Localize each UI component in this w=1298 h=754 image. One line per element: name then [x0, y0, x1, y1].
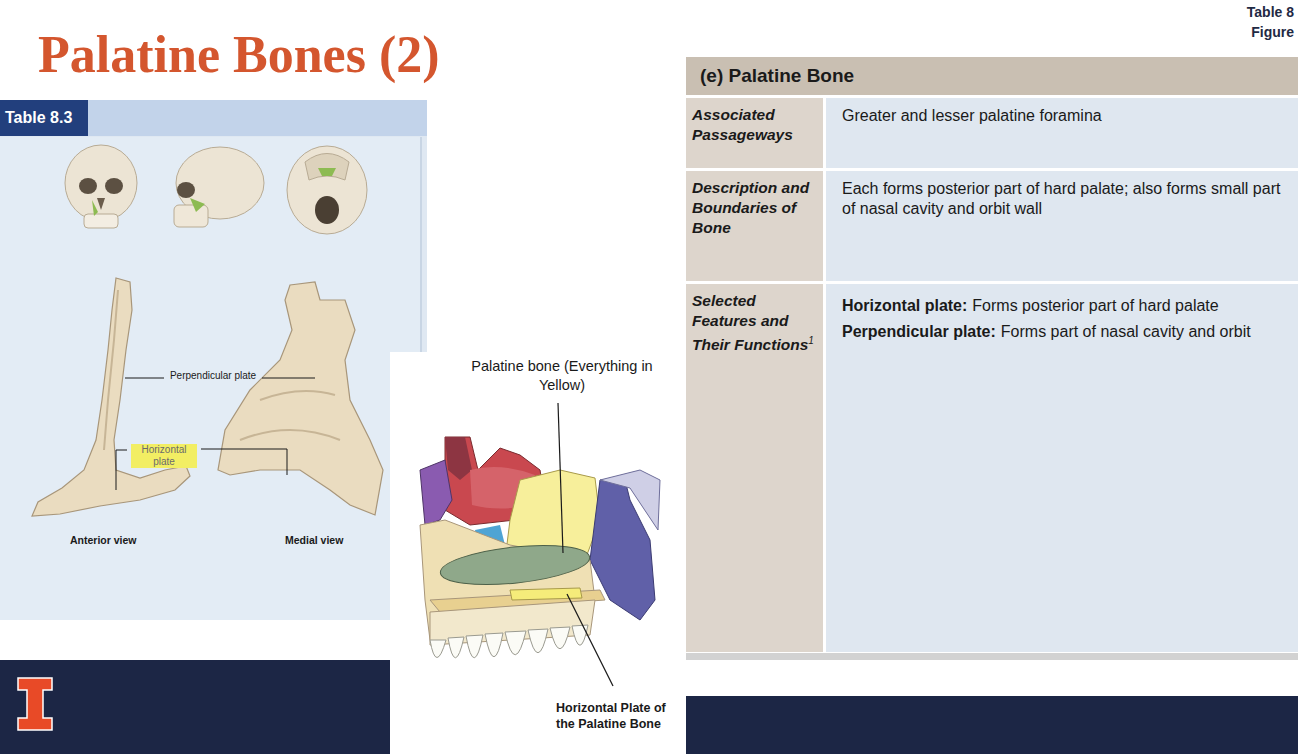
cell-text: (e) Palatine Bone: [700, 65, 1284, 87]
view-label: Anterior view: [70, 534, 137, 546]
cell-text: Each forms posterior part of hard palate…: [842, 179, 1288, 219]
sagittal-skull-illustration: [420, 437, 660, 658]
row-heading-cell: Description and Boundaries of Bone: [686, 171, 823, 281]
cell-content: Associated Passageways: [692, 105, 817, 145]
illinois-logo: [18, 678, 52, 730]
cell-content: Each forms posterior part of hard palate…: [842, 179, 1288, 219]
skull-icons: [190, 198, 205, 212]
leader-lines-middle: [567, 594, 613, 686]
leader-lines-left: [116, 378, 315, 490]
highlighted-part-label: Horizontal plate: [131, 444, 197, 468]
cell-content: Table 8.3: [5, 108, 83, 128]
table-number: Table 8: [1247, 4, 1294, 20]
figure-reference: Figure: [1251, 24, 1294, 40]
row-heading: Selected Features and Their Functions: [692, 292, 808, 353]
palatine-bone-medial-view: [240, 430, 340, 440]
skull-icons: [65, 145, 367, 234]
sagittal-skull-illustration: [528, 629, 548, 653]
leader-lines-left: [125, 378, 164, 379]
feature-line: Horizontal plate: Forms posterior part of…: [842, 296, 1282, 316]
figure-callout: Horizontal Plate of the Palatine Bone: [556, 700, 668, 732]
cell-content: Greater and lesser palatine foramina: [842, 106, 1282, 126]
sagittal-skull-illustration: [572, 625, 588, 645]
sagittal-skull-illustration: [485, 633, 503, 657]
sagittal-skull-illustration: [420, 460, 452, 525]
table-frame: [686, 653, 1298, 660]
table-cell: Greater and lesser palatine foramina: [826, 98, 1298, 168]
skull-icons: [97, 198, 105, 210]
table-panel-background: [0, 100, 427, 620]
cell-content: Selected Features and Their Functions1: [692, 291, 817, 355]
palatine-bone-anterior-view: [32, 278, 190, 516]
skull-icons: [65, 145, 137, 221]
cell-content: (e) Palatine Bone: [700, 65, 1284, 87]
feature-name: Perpendicular plate:: [842, 323, 996, 340]
table-header: (e) Palatine Bone: [686, 57, 1298, 95]
cell-text: Associated Passageways: [692, 105, 817, 145]
sagittal-skull-illustration: [430, 625, 588, 658]
skull-icons: [79, 178, 97, 194]
skull-icons: [315, 196, 339, 224]
table-frame: [686, 52, 1298, 660]
table-panel-background: [0, 100, 427, 620]
feature-description: Forms part of nasal cavity and orbit: [1001, 323, 1251, 340]
cell-text: Description and Boundaries of Bone: [692, 178, 817, 238]
palatine-bone-medial-view: [218, 282, 383, 515]
sagittal-skull-illustration: [505, 631, 526, 655]
sagittal-section-panel: [390, 352, 686, 754]
sagittal-skull-illustration: [445, 437, 472, 480]
palatine-bone-medial-view: [260, 391, 335, 400]
palatine-bone-anterior-view: [32, 278, 190, 516]
table-tab: Table 8.3: [0, 100, 88, 136]
feature-line: Perpendicular plate: Forms part of nasal …: [842, 322, 1282, 342]
skull-icons: [92, 200, 98, 216]
table-frame: [686, 52, 1298, 660]
skull-icons: [287, 146, 367, 234]
palatine-bone-medial-view: [218, 282, 383, 515]
illinois-logo: [18, 678, 52, 730]
leader-lines-middle: [558, 403, 563, 553]
table-cell: Horizontal plate: Forms posterior part of…: [826, 284, 1298, 652]
leader-lines-left: [262, 378, 315, 379]
skull-icons: [318, 168, 336, 176]
skull-icons: [84, 214, 118, 228]
leader-lines-left: [201, 449, 287, 475]
table-panel-background: [88, 100, 427, 136]
row-heading-cell: Selected Features and Their Functions1: [686, 284, 823, 652]
slide-title: Palatine Bones (2): [38, 22, 440, 88]
feature-name: Horizontal plate:: [842, 297, 967, 314]
sagittal-skull-illustration: [439, 539, 592, 590]
cell-text: Table 8.3: [5, 108, 83, 128]
view-label: Medial view: [285, 534, 343, 546]
palatine-bone-anterior-view: [104, 290, 118, 450]
cell-content: Description and Boundaries of Bone: [692, 178, 817, 238]
leader-lines-left: [116, 450, 127, 490]
skull-icons: [174, 205, 208, 227]
sagittal-skull-illustration: [510, 588, 582, 600]
row-heading-cell: Associated Passageways: [686, 98, 823, 168]
skull-icons: [177, 182, 195, 198]
part-label: Perpendicular plate: [168, 370, 258, 381]
skull-icons: [105, 178, 123, 194]
sagittal-skull-illustration: [430, 640, 446, 658]
figure-callout: Palatine bone (Everything in Yellow): [468, 357, 656, 395]
sagittal-section-panel: [390, 352, 686, 754]
feature-description: Forms posterior part of hard palate: [972, 297, 1218, 314]
table-panel-background: [0, 137, 420, 620]
footnote-marker: 1: [808, 335, 814, 346]
table-cell: Each forms posterior part of hard palate…: [826, 171, 1298, 281]
bottom-bar: [686, 660, 1298, 696]
cell-content: Horizontal plate: Forms posterior part of…: [842, 296, 1282, 342]
leader-lines-middle: [558, 403, 613, 686]
sagittal-skull-illustration: [600, 470, 660, 530]
sagittal-skull-illustration: [466, 635, 483, 658]
sagittal-skull-illustration: [448, 637, 464, 658]
skull-icons: [305, 154, 349, 181]
sagittal-skull-illustration: [550, 627, 570, 649]
cell-text: Greater and lesser palatine foramina: [842, 106, 1282, 126]
